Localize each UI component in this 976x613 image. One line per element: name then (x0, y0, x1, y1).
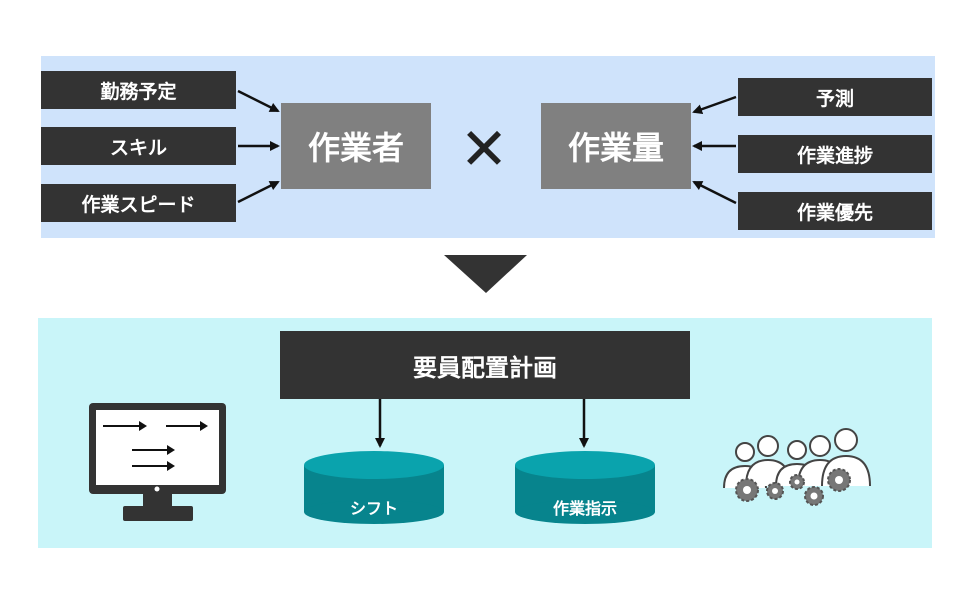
workload-box: 作業量 (541, 103, 691, 189)
input-work-progress: 作業進捗 (738, 135, 932, 173)
multiply-sign: ✕ (459, 115, 509, 183)
arrow-schedule (237, 89, 280, 113)
arrow-speed (237, 180, 280, 204)
arrow-priority (692, 180, 737, 205)
team-gears-icon (723, 428, 871, 506)
work-instruction-label: 作業指示 (552, 499, 617, 518)
instruction-cylinder (515, 451, 655, 524)
input-work-schedule: 勤務予定 (41, 71, 236, 109)
shift-label: シフト (349, 499, 398, 518)
staffing-plan-box: 要員配置計画 (280, 331, 690, 399)
shift-cylinder (304, 451, 444, 524)
input-forecast: 予測 (738, 78, 932, 116)
arrow-forecast (692, 95, 737, 115)
down-triangle-icon (444, 255, 527, 293)
input-skill: スキル (41, 127, 236, 165)
workers-box: 作業者 (281, 103, 431, 189)
input-work-speed: 作業スピード (41, 184, 236, 222)
monitor-icon (89, 403, 226, 521)
input-work-priority: 作業優先 (738, 192, 932, 230)
